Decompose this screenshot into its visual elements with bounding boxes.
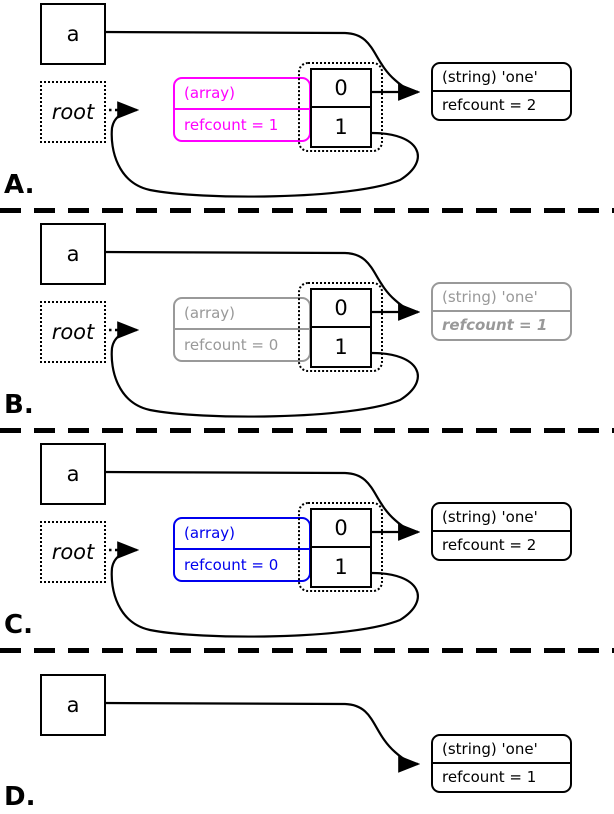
variable-box-a: a [40,674,106,736]
string-refcount-label: refcount = 1 [442,768,537,787]
root-label: root [51,100,95,124]
array-zval-box: (array) refcount = 0 [173,517,311,582]
panel-divider-2 [0,428,614,433]
panel-label-d: D. [4,782,36,812]
variable-label: a [66,242,80,266]
array-zval-box: (array) refcount = 1 [173,77,311,142]
panel-b: a root (array) refcount = 0 0 1 (string)… [0,220,614,430]
panel-label-b: B. [4,390,34,420]
array-index-cells: 0 1 [310,508,372,588]
array-refcount-label: refcount = 0 [184,555,279,574]
array-index-0: 0 [312,70,370,108]
array-index-cells: 0 1 [310,288,372,368]
panel-c-connectors [102,470,421,638]
string-refcount-label: refcount = 1 [442,316,548,335]
panel-a: a root (array) refcount = 1 0 1 (string)… [0,0,614,210]
variable-label: a [66,693,80,717]
array-index-cells: 0 1 [310,68,372,148]
panel-divider-1 [0,208,614,213]
string-zval-box: (string) 'one' refcount = 2 [431,62,572,121]
root-box: root [40,301,106,363]
string-zval-box: (string) 'one' refcount = 2 [431,502,572,561]
panel-d-connectors [102,701,421,773]
array-refcount-label: refcount = 0 [184,335,279,354]
string-type-label: (string) 'one' [433,284,570,312]
variable-label: a [66,22,80,46]
panel-d: a (string) 'one' refcount = 1 D. [0,660,614,814]
panel-b-connectors [102,250,421,418]
array-index-0: 0 [312,510,370,548]
panel-divider-3 [0,648,614,653]
array-type-label: (array) [175,299,309,330]
variable-box-a: a [40,443,106,505]
string-zval-box: (string) 'one' refcount = 1 [431,734,572,793]
array-type-label: (array) [175,79,309,110]
variable-label: a [66,462,80,486]
array-elements-container [298,502,383,592]
string-refcount-label: refcount = 2 [442,536,537,555]
array-index-1: 1 [334,555,348,579]
string-type-label: (string) 'one' [433,504,570,532]
variable-box-a: a [40,223,106,285]
array-elements-container [298,62,383,152]
string-type-label: (string) 'one' [433,64,570,92]
root-box: root [40,81,106,143]
panel-label-a: A. [4,170,35,200]
panel-label-c: C. [4,610,33,640]
array-zval-box: (array) refcount = 0 [173,297,311,362]
root-label: root [51,540,95,564]
array-index-1: 1 [334,115,348,139]
array-elements-container [298,282,383,372]
panel-a-connectors [102,30,421,198]
panel-c: a root (array) refcount = 0 0 1 (string)… [0,440,614,650]
string-refcount-label: refcount = 2 [442,96,537,115]
variable-box-a: a [40,3,106,65]
string-type-label: (string) 'one' [433,736,570,764]
array-refcount-label: refcount = 1 [184,115,279,134]
root-label: root [51,320,95,344]
array-index-0: 0 [312,290,370,328]
string-zval-box: (string) 'one' refcount = 1 [431,282,572,341]
root-box: root [40,521,106,583]
array-index-1: 1 [334,335,348,359]
array-type-label: (array) [175,519,309,550]
